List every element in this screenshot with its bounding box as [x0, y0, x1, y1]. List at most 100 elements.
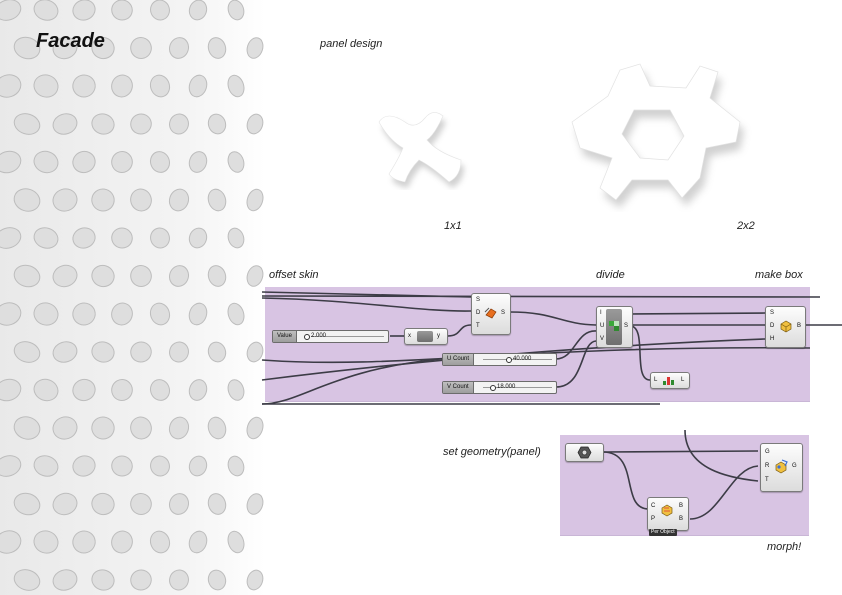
lattice-opening	[91, 416, 115, 440]
lattice-opening	[33, 302, 59, 326]
divide-surface-component[interactable]: I U V S	[596, 306, 633, 348]
lattice-opening	[52, 341, 78, 363]
lattice-opening	[0, 227, 22, 249]
lattice-opening	[169, 341, 189, 363]
divide-input-v[interactable]: V	[600, 336, 605, 342]
lattice-opening	[52, 264, 78, 288]
lattice-opening	[168, 188, 190, 212]
v-count-slider-value: 18.000	[497, 384, 516, 390]
lattice-opening	[0, 150, 22, 174]
lattice-opening	[52, 416, 78, 440]
panel-2x2-preview	[571, 63, 744, 208]
lattice-opening	[207, 569, 227, 591]
box-input-s[interactable]: S	[770, 310, 775, 316]
lattice-opening	[91, 341, 115, 363]
value-slider-knob[interactable]	[304, 334, 310, 340]
lattice-opening	[207, 113, 227, 135]
lattice-opening	[0, 74, 22, 98]
lattice-opening	[188, 530, 208, 554]
lattice-opening	[130, 265, 152, 287]
lattice-opening	[207, 341, 227, 363]
divide-label: divide	[596, 269, 625, 281]
lattice-opening	[91, 36, 115, 60]
facade-lattice-render	[0, 0, 265, 595]
lattice-opening	[246, 37, 264, 59]
lattice-opening	[246, 265, 264, 287]
expression-output-y[interactable]: y	[437, 333, 440, 339]
lattice-opening	[149, 74, 171, 98]
box-component[interactable]: S D H B	[765, 306, 806, 348]
morph-input-t[interactable]: T	[765, 477, 769, 483]
offset-output-s[interactable]: S	[501, 310, 506, 316]
bbox-output-b1[interactable]: B	[679, 503, 684, 509]
lattice-opening	[130, 569, 152, 591]
morph-label: morph!	[767, 541, 802, 553]
lattice-opening	[130, 493, 152, 515]
lattice-opening	[33, 530, 59, 554]
offset-input-s[interactable]: S	[476, 297, 481, 303]
lattice-opening	[227, 379, 245, 401]
offset-input-t[interactable]: T	[476, 323, 480, 329]
lattice-opening	[130, 37, 152, 59]
page-title: Facade	[36, 30, 105, 52]
divide-input-i[interactable]: I	[600, 310, 602, 316]
lattice-opening	[111, 302, 133, 326]
lattice-opening	[0, 302, 22, 326]
list-input-l[interactable]: L	[654, 377, 658, 383]
value-slider-name: Value	[273, 331, 297, 342]
offset-input-d[interactable]: D	[476, 310, 481, 316]
expression-input-x[interactable]: x	[408, 333, 411, 339]
v-count-slider[interactable]: V Count 18.000	[442, 381, 557, 394]
lattice-opening	[111, 0, 133, 21]
u-count-slider-name: U Count	[443, 354, 475, 365]
bbox-output-b2[interactable]: B	[679, 516, 684, 522]
v-count-slider-track[interactable]	[483, 387, 552, 388]
lattice-opening	[207, 265, 227, 287]
geometry-parameter[interactable]	[565, 443, 604, 462]
v-count-slider-knob[interactable]	[490, 385, 496, 391]
lattice-opening	[72, 74, 96, 98]
lattice-opening	[207, 493, 227, 515]
divide-input-u[interactable]: U	[600, 323, 605, 329]
box-morph-component[interactable]: G R T G	[760, 443, 803, 492]
lattice-opening	[33, 74, 59, 98]
lattice-opening	[130, 341, 152, 363]
value-slider[interactable]: Value 2.000	[272, 330, 389, 343]
lattice-opening	[227, 455, 245, 477]
box-output-b[interactable]: B	[797, 323, 802, 329]
lattice-opening	[72, 227, 96, 249]
morph-input-r[interactable]: R	[765, 463, 770, 469]
offset-surface-component[interactable]: S D T S	[471, 293, 511, 335]
lattice-opening	[227, 151, 245, 173]
value-slider-track[interactable]	[311, 336, 384, 337]
u-count-slider-track[interactable]	[483, 359, 552, 360]
panel-design-heading: panel design	[320, 38, 383, 50]
expression-component[interactable]: x y	[404, 328, 448, 345]
bbox-input-c[interactable]: C	[651, 503, 656, 509]
lattice-opening	[130, 113, 152, 135]
lattice-opening	[13, 264, 41, 288]
box-input-h[interactable]: H	[770, 336, 775, 342]
geometry-hexagon-icon	[577, 446, 592, 459]
bbox-input-p[interactable]: P	[651, 516, 656, 522]
lattice-opening	[13, 569, 41, 591]
lattice-opening	[72, 378, 96, 402]
box-input-d[interactable]: D	[770, 323, 775, 329]
lattice-opening	[188, 227, 208, 249]
morph-output-g[interactable]: G	[792, 463, 797, 469]
divide-output-s[interactable]: S	[624, 323, 629, 329]
u-count-slider-knob[interactable]	[506, 357, 512, 363]
lattice-opening	[207, 188, 227, 212]
lattice-opening	[246, 416, 264, 440]
u-count-slider[interactable]: U Count 40.000	[442, 353, 557, 366]
lattice-opening	[168, 265, 190, 287]
lattice-opening	[33, 227, 59, 249]
list-component[interactable]: L L	[650, 372, 690, 389]
lattice-opening	[111, 379, 133, 401]
lattice-opening	[168, 37, 190, 59]
lattice-opening	[149, 302, 171, 326]
list-output-l[interactable]: L	[681, 377, 685, 383]
lattice-opening	[169, 113, 189, 135]
morph-input-g[interactable]: G	[765, 449, 770, 455]
bounding-box-component[interactable]: C P B B	[647, 497, 689, 531]
